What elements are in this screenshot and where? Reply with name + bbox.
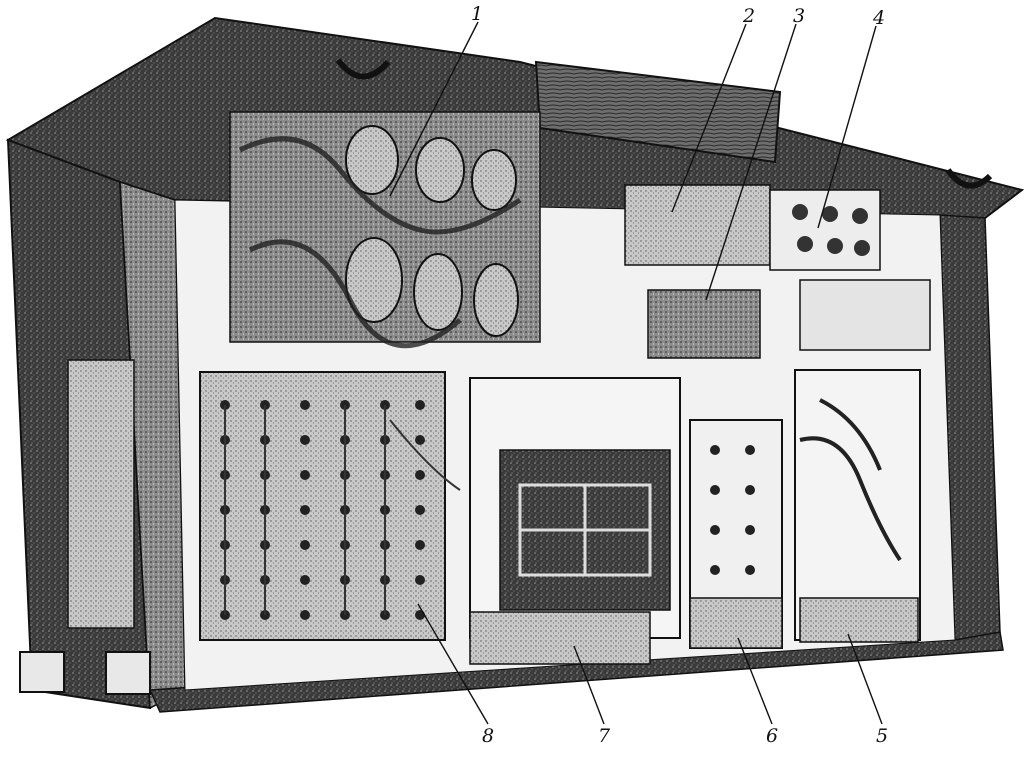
- board-wiring: [518, 483, 652, 577]
- toroid-coil: [415, 137, 465, 203]
- front-latch-right: [105, 651, 151, 695]
- leader-line-4: [817, 25, 877, 229]
- left-terminal-board: [199, 371, 461, 641]
- callout-number-2: 2: [742, 5, 755, 27]
- right-module-base: [799, 597, 919, 643]
- toroidal-transformer-bank: [229, 111, 541, 349]
- callout-number-8: 8: [482, 725, 494, 747]
- relay: [647, 289, 761, 359]
- narrow-plug-in-module: [689, 419, 783, 649]
- callout-number-4: 4: [872, 7, 885, 29]
- leader-line-2: [671, 23, 747, 213]
- front-latch-left: [19, 651, 65, 693]
- lid-handle-right: [945, 168, 993, 189]
- center-board-base: [469, 611, 651, 665]
- narrow-module-base: [689, 597, 783, 649]
- right-plug-in-module: [794, 369, 921, 643]
- top-wooden-terminal-strip: [534, 60, 782, 164]
- coil-and-relay-assembly: [624, 184, 771, 359]
- toroid-coil: [471, 149, 517, 211]
- lid-handle-left: [335, 58, 391, 80]
- toroid-coil: [413, 253, 463, 331]
- callout-number-1: 1: [471, 3, 483, 25]
- callout-number-7: 7: [598, 725, 611, 747]
- board-wiring: [224, 405, 461, 615]
- leader-line-5: [847, 633, 883, 725]
- module-wiring: [799, 398, 902, 562]
- callout-number-3: 3: [793, 5, 805, 27]
- leader-line-7: [573, 645, 605, 725]
- leader-line-3: [705, 23, 797, 301]
- callout-number-5: 5: [876, 725, 888, 747]
- leader-line-1: [389, 21, 479, 197]
- center-circuit-board: [469, 377, 681, 665]
- callout-leaders: [389, 21, 883, 725]
- left-mounting-rail: [67, 359, 135, 629]
- toroid-coil: [345, 237, 403, 323]
- leader-line-8: [417, 603, 489, 725]
- toroid-coil: [473, 263, 519, 337]
- toroid-coil: [345, 125, 399, 195]
- coil-assembly: [624, 184, 771, 266]
- leader-line-6: [737, 637, 773, 725]
- insulator-block: [799, 279, 931, 351]
- callout-labels: 1 2 3 4 5 6 7 8: [471, 3, 888, 747]
- wiring-harness: [238, 136, 522, 349]
- callout-number-6: 6: [766, 725, 778, 747]
